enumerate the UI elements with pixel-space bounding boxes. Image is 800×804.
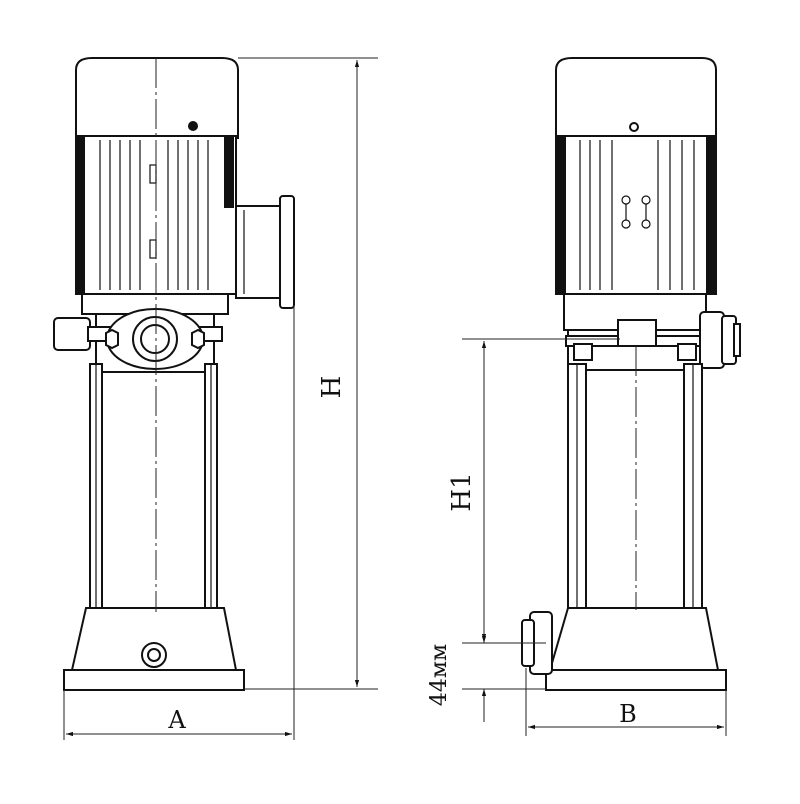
side-view: [521, 57, 741, 691]
outlet-flange-side: [699, 311, 741, 369]
inlet-height-dimension: H1: [447, 338, 620, 641]
terminal-box: [235, 195, 295, 309]
front-view: [53, 57, 295, 691]
tie-rods-side: [567, 363, 703, 611]
height-label: H: [317, 376, 347, 399]
lifting-eye-side: [629, 122, 639, 132]
inlet-height-label: H1: [447, 472, 477, 511]
pump-base-side: [548, 607, 720, 671]
cooling-fins: [99, 140, 209, 290]
motor-fan-cover: [75, 57, 239, 139]
lifting-eye: [188, 121, 198, 131]
outlet-flange: [105, 308, 205, 370]
width-dimension-front: A: [63, 305, 295, 740]
drain-plug: [53, 317, 91, 351]
base-offset-dimension: 44мм: [427, 612, 546, 722]
motor-fan-cover-side: [555, 57, 717, 139]
base-inlet-port: [141, 642, 167, 668]
tie-rods: [89, 363, 218, 611]
height-dimension: H: [238, 57, 378, 690]
base-offset-label: 44мм: [427, 644, 452, 706]
width-label-a: A: [167, 706, 186, 734]
motor-body-side: [555, 135, 717, 295]
width-dimension-side: B: [525, 668, 727, 736]
cooling-fins-side: [579, 140, 695, 290]
width-label-b: B: [619, 700, 637, 728]
